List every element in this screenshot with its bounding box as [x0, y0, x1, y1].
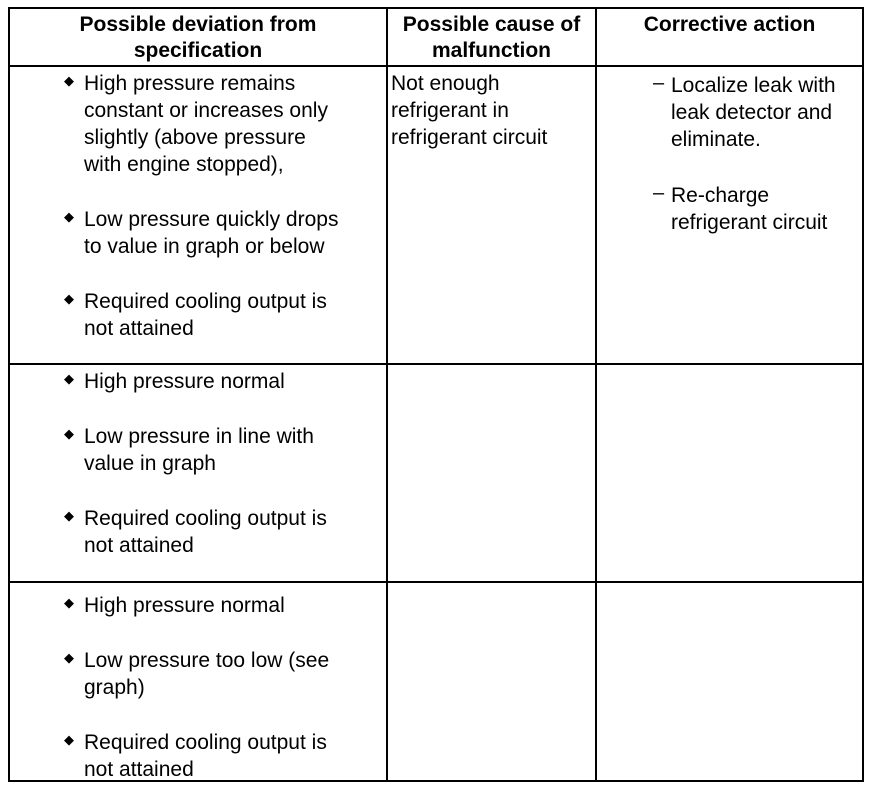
list-item: – Re-charge refrigerant circuit	[653, 182, 828, 234]
header-cause: Possible cause of malfunction	[402, 13, 581, 62]
list-item: ◆ Required cooling output is not attaine…	[64, 507, 327, 557]
diagnosis-table: Possible deviation from specification Po…	[8, 7, 864, 782]
diamond-bullet-icon: ◆	[64, 595, 74, 610]
row-divider	[10, 363, 862, 365]
list-item: ◆ High pressure remains constant or incr…	[64, 72, 328, 176]
list-item: ◆ Required cooling output is not attaine…	[64, 290, 327, 340]
row2-deviations: ◆ High pressure normal ◆ Low pressure in…	[64, 368, 384, 559]
diamond-bullet-icon: ◆	[64, 291, 74, 306]
diamond-bullet-icon: ◆	[64, 508, 74, 523]
list-item: ◆ Low pressure in line with value in gra…	[64, 425, 314, 475]
header-action: Corrective action	[643, 13, 816, 36]
list-item: ◆ High pressure normal	[64, 594, 285, 617]
row1-cause: Not enough refrigerant in refrigerant ci…	[391, 72, 548, 149]
diamond-bullet-icon: ◆	[64, 732, 74, 747]
row-divider	[10, 65, 862, 67]
row-divider	[10, 581, 862, 583]
row3-deviations: ◆ High pressure normal ◆ Low pressure to…	[64, 592, 384, 783]
list-item: ◆ Low pressure too low (see graph)	[64, 649, 330, 699]
column-divider	[386, 9, 388, 780]
diamond-bullet-icon: ◆	[64, 426, 74, 441]
diamond-bullet-icon: ◆	[64, 371, 74, 386]
dash-bullet-icon: –	[653, 182, 665, 204]
column-divider	[595, 9, 597, 780]
row1-actions: – Localize leak with leak detector and e…	[653, 72, 858, 236]
diamond-bullet-icon: ◆	[64, 650, 74, 665]
diamond-bullet-icon: ◆	[64, 73, 74, 88]
row1-deviations: ◆ High pressure remains constant or incr…	[64, 70, 384, 342]
list-item: – Localize leak with leak detector and e…	[653, 72, 836, 151]
diamond-bullet-icon: ◆	[64, 209, 74, 224]
list-item: ◆ Low pressure quickly drops to value in…	[64, 208, 339, 258]
list-item: ◆ Required cooling output is not attaine…	[64, 731, 327, 781]
list-item: ◆ High pressure normal	[64, 370, 285, 393]
dash-bullet-icon: –	[653, 72, 665, 94]
header-deviation: Possible deviation from specification	[79, 13, 317, 62]
